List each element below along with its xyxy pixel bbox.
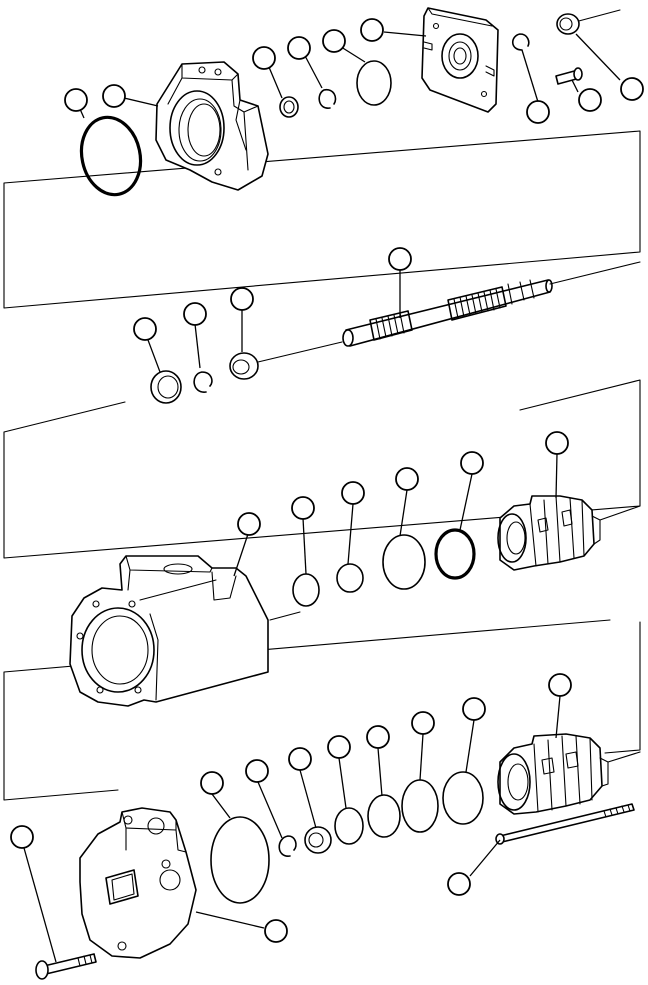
callout-balloon — [102, 84, 126, 108]
flange-housing — [155, 61, 269, 191]
callout-balloon — [366, 725, 390, 749]
snap-ring-right — [511, 33, 530, 51]
leader-lines — [23, 31, 621, 963]
cover-plate — [421, 7, 499, 113]
callout-balloon — [388, 247, 412, 271]
callout-balloon — [447, 872, 471, 896]
o-ring-body-4 — [434, 528, 476, 580]
o-ring-top — [356, 60, 392, 106]
callout-balloon — [291, 496, 315, 520]
pump-body — [69, 555, 269, 707]
callout-balloon — [545, 431, 569, 455]
o-ring-body-3 — [382, 534, 426, 590]
o-ring-large — [79, 115, 143, 197]
callout-balloon — [264, 919, 288, 943]
o-ring-body-2 — [336, 563, 364, 593]
o-ring-body-1 — [292, 573, 320, 607]
callout-balloon — [620, 77, 644, 101]
callout-balloon — [183, 302, 207, 326]
bushing-cover — [304, 826, 332, 854]
callout-balloon — [252, 46, 276, 70]
callout-balloon — [245, 759, 269, 783]
o-ring-cover-1 — [334, 807, 364, 845]
cartridge-kit-lower — [497, 733, 609, 815]
callout-balloon — [395, 467, 419, 491]
callout-balloon — [10, 825, 34, 849]
o-ring-cover-2 — [367, 794, 401, 838]
callout-balloon — [548, 673, 572, 697]
callout-balloon — [230, 287, 254, 311]
callout-balloon — [288, 747, 312, 771]
drive-shaft — [342, 279, 553, 347]
seal-ring — [150, 370, 182, 404]
callout-balloon — [287, 36, 311, 60]
end-cover — [79, 807, 197, 959]
bolt-long — [35, 953, 97, 980]
pin-top — [555, 67, 583, 85]
bushing-top — [556, 13, 580, 35]
callout-balloon — [462, 697, 486, 721]
o-ring-cover — [210, 816, 270, 904]
screw-long — [495, 803, 635, 845]
o-ring-cover-3 — [401, 779, 439, 833]
callout-balloon — [322, 29, 346, 53]
callout-balloon — [360, 18, 384, 42]
callout-balloon — [64, 88, 88, 112]
callout-balloon — [341, 481, 365, 505]
callout-balloon — [411, 711, 435, 735]
callout-balloon — [578, 88, 602, 112]
snap-ring-cover — [278, 835, 297, 857]
callout-balloon — [460, 451, 484, 475]
cartridge-kit-upper — [497, 495, 601, 571]
callout-balloon — [237, 512, 261, 536]
callout-balloons — [10, 18, 644, 943]
washer-top — [279, 96, 299, 118]
callout-balloon — [327, 735, 351, 759]
callout-balloon — [200, 771, 224, 795]
snap-ring-top — [318, 88, 337, 109]
o-ring-cover-4 — [442, 771, 484, 825]
bushing-shaft — [229, 352, 259, 380]
callout-balloon — [133, 317, 157, 341]
snap-ring-shaft — [193, 371, 213, 393]
callout-balloon — [526, 100, 550, 124]
